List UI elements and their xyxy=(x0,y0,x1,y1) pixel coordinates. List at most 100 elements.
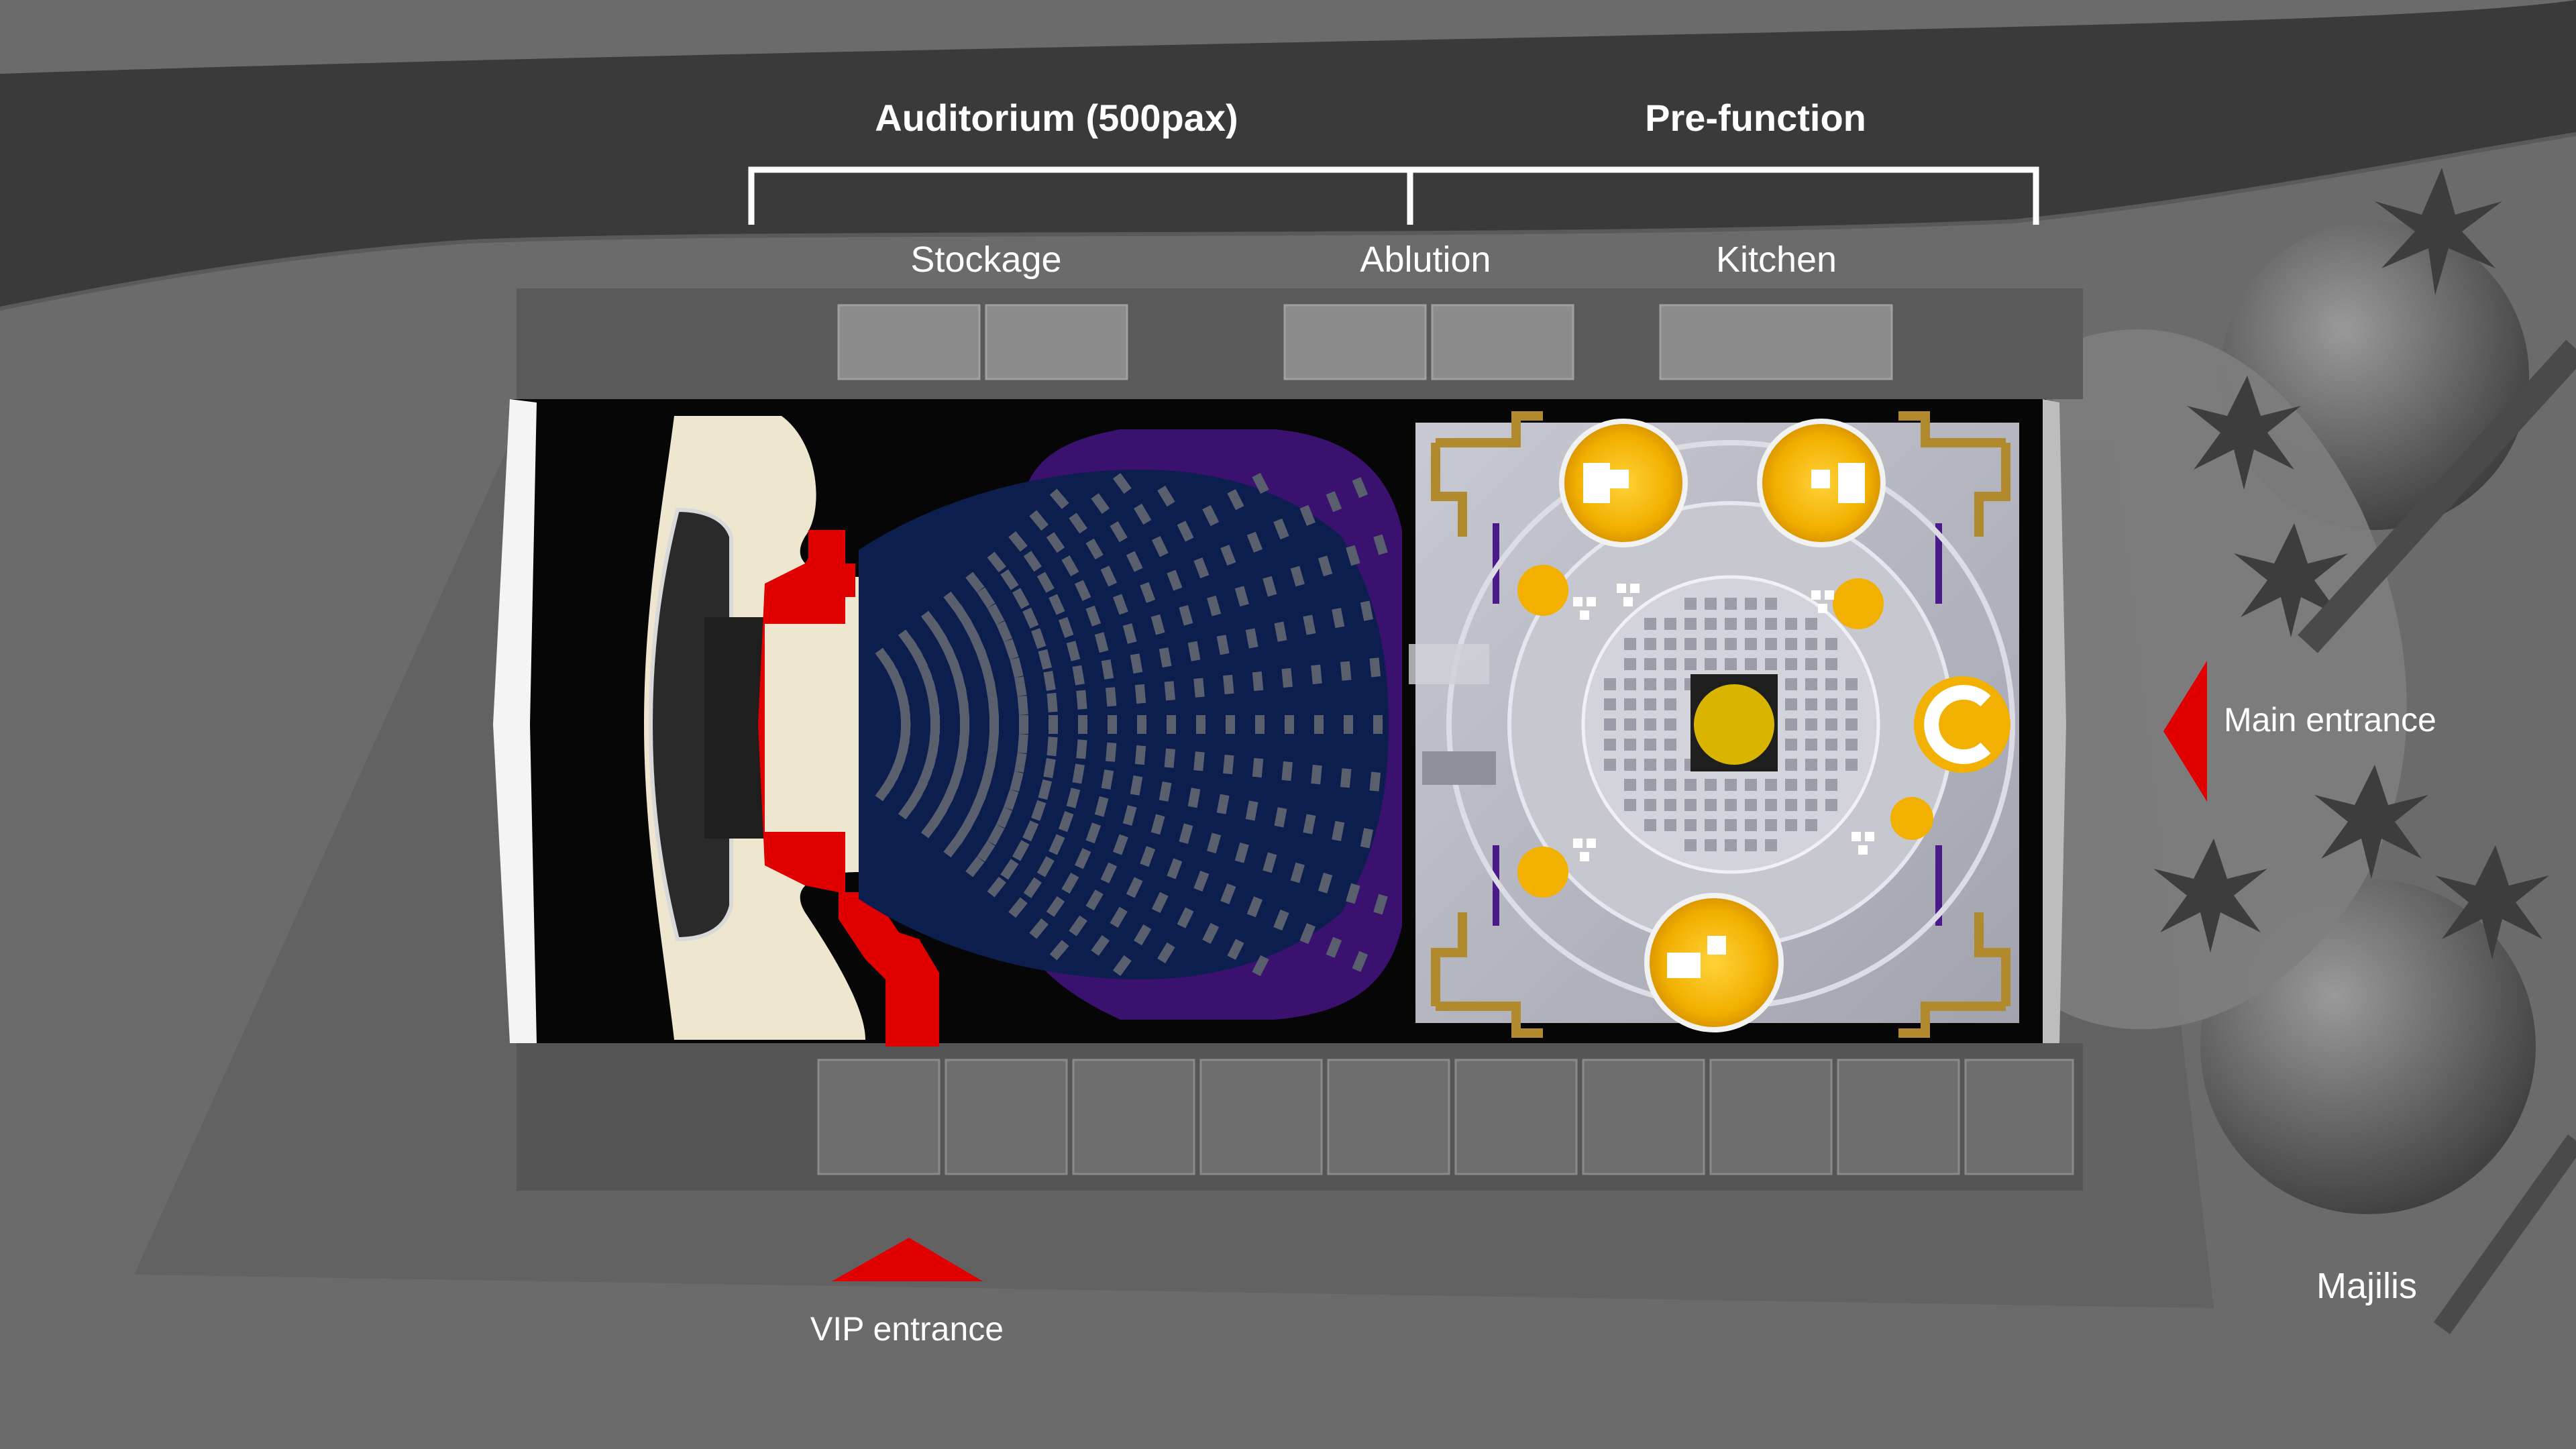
seat xyxy=(1274,807,1287,828)
table xyxy=(1624,638,1636,650)
seat xyxy=(920,817,940,839)
table xyxy=(1825,638,1837,650)
seat xyxy=(1167,570,1183,591)
table xyxy=(1725,638,1737,650)
seat xyxy=(943,837,963,858)
seat xyxy=(1046,896,1065,917)
central-podium xyxy=(1694,684,1774,765)
table xyxy=(1765,618,1777,630)
seat xyxy=(1023,877,1042,898)
seat xyxy=(1049,488,1069,509)
seat xyxy=(1207,833,1222,854)
seat xyxy=(1076,739,1087,759)
table xyxy=(1845,739,1858,751)
seat-clusters xyxy=(1573,584,1874,861)
table xyxy=(1644,739,1656,751)
seat xyxy=(1061,872,1079,894)
table xyxy=(1644,759,1656,771)
seat xyxy=(1303,814,1316,835)
seat xyxy=(1246,896,1263,918)
table xyxy=(1664,759,1676,771)
table xyxy=(1725,839,1737,851)
seat xyxy=(1220,545,1236,566)
table xyxy=(1825,739,1837,751)
seat xyxy=(1245,628,1258,649)
table xyxy=(1684,799,1697,811)
table xyxy=(1664,658,1676,670)
seat xyxy=(1332,820,1345,841)
seat xyxy=(1074,580,1091,601)
table xyxy=(1805,819,1817,831)
seat xyxy=(1167,715,1176,734)
seat xyxy=(1216,794,1230,814)
seat xyxy=(1140,582,1156,603)
seat xyxy=(996,807,1013,828)
small-pod xyxy=(1890,797,1933,840)
seat xyxy=(1106,687,1117,707)
seat xyxy=(1344,715,1353,734)
seat xyxy=(1159,781,1172,802)
seat xyxy=(1126,551,1143,572)
seat xyxy=(1023,551,1042,572)
seat xyxy=(1164,681,1176,701)
seat xyxy=(977,587,996,608)
table xyxy=(1805,799,1817,811)
seat xyxy=(1085,889,1104,911)
seat xyxy=(1326,491,1342,513)
seat xyxy=(1360,600,1373,621)
table xyxy=(1805,779,1817,791)
table xyxy=(1805,718,1817,731)
table xyxy=(1785,819,1797,831)
table xyxy=(1644,718,1656,731)
table xyxy=(1604,718,1616,731)
table xyxy=(1745,598,1757,610)
seat xyxy=(875,780,894,802)
table xyxy=(1845,678,1858,690)
seat xyxy=(989,715,999,734)
meeting-pod xyxy=(1644,893,1784,1032)
seat xyxy=(1100,566,1118,587)
seat xyxy=(1106,742,1117,762)
seat xyxy=(1369,771,1381,792)
table xyxy=(1825,759,1837,771)
seat xyxy=(1085,538,1104,560)
seat xyxy=(1281,761,1293,782)
seat xyxy=(1004,789,1019,810)
seat xyxy=(977,841,996,862)
seat xyxy=(1179,823,1193,845)
table xyxy=(1805,759,1817,771)
table xyxy=(1785,618,1797,630)
seat xyxy=(1108,715,1117,734)
seat xyxy=(1202,504,1220,527)
seat xyxy=(1246,531,1263,553)
seat xyxy=(1078,715,1087,734)
seat xyxy=(1012,588,1030,609)
table xyxy=(1725,799,1737,811)
table xyxy=(1785,799,1797,811)
seat xyxy=(1049,594,1065,615)
table xyxy=(1765,658,1777,670)
table xyxy=(1725,658,1737,670)
seat xyxy=(1177,521,1194,542)
table xyxy=(1644,819,1656,831)
seat xyxy=(1252,671,1264,692)
table xyxy=(1624,739,1636,751)
table xyxy=(1705,819,1717,831)
seat xyxy=(1245,800,1258,821)
seat xyxy=(1303,614,1316,635)
seat xyxy=(1273,518,1289,540)
seat xyxy=(1069,915,1087,936)
table xyxy=(1664,678,1676,690)
seat xyxy=(1290,862,1305,883)
seat xyxy=(1008,897,1028,918)
reception-logo xyxy=(1914,676,2010,773)
seat xyxy=(985,682,998,702)
red-walkway xyxy=(758,530,939,1046)
table xyxy=(1805,638,1817,650)
table xyxy=(1805,618,1817,630)
seat xyxy=(1134,503,1152,525)
seat xyxy=(1000,859,1019,880)
seat xyxy=(1017,695,1028,716)
seat xyxy=(1299,504,1316,526)
seat xyxy=(1263,576,1277,597)
